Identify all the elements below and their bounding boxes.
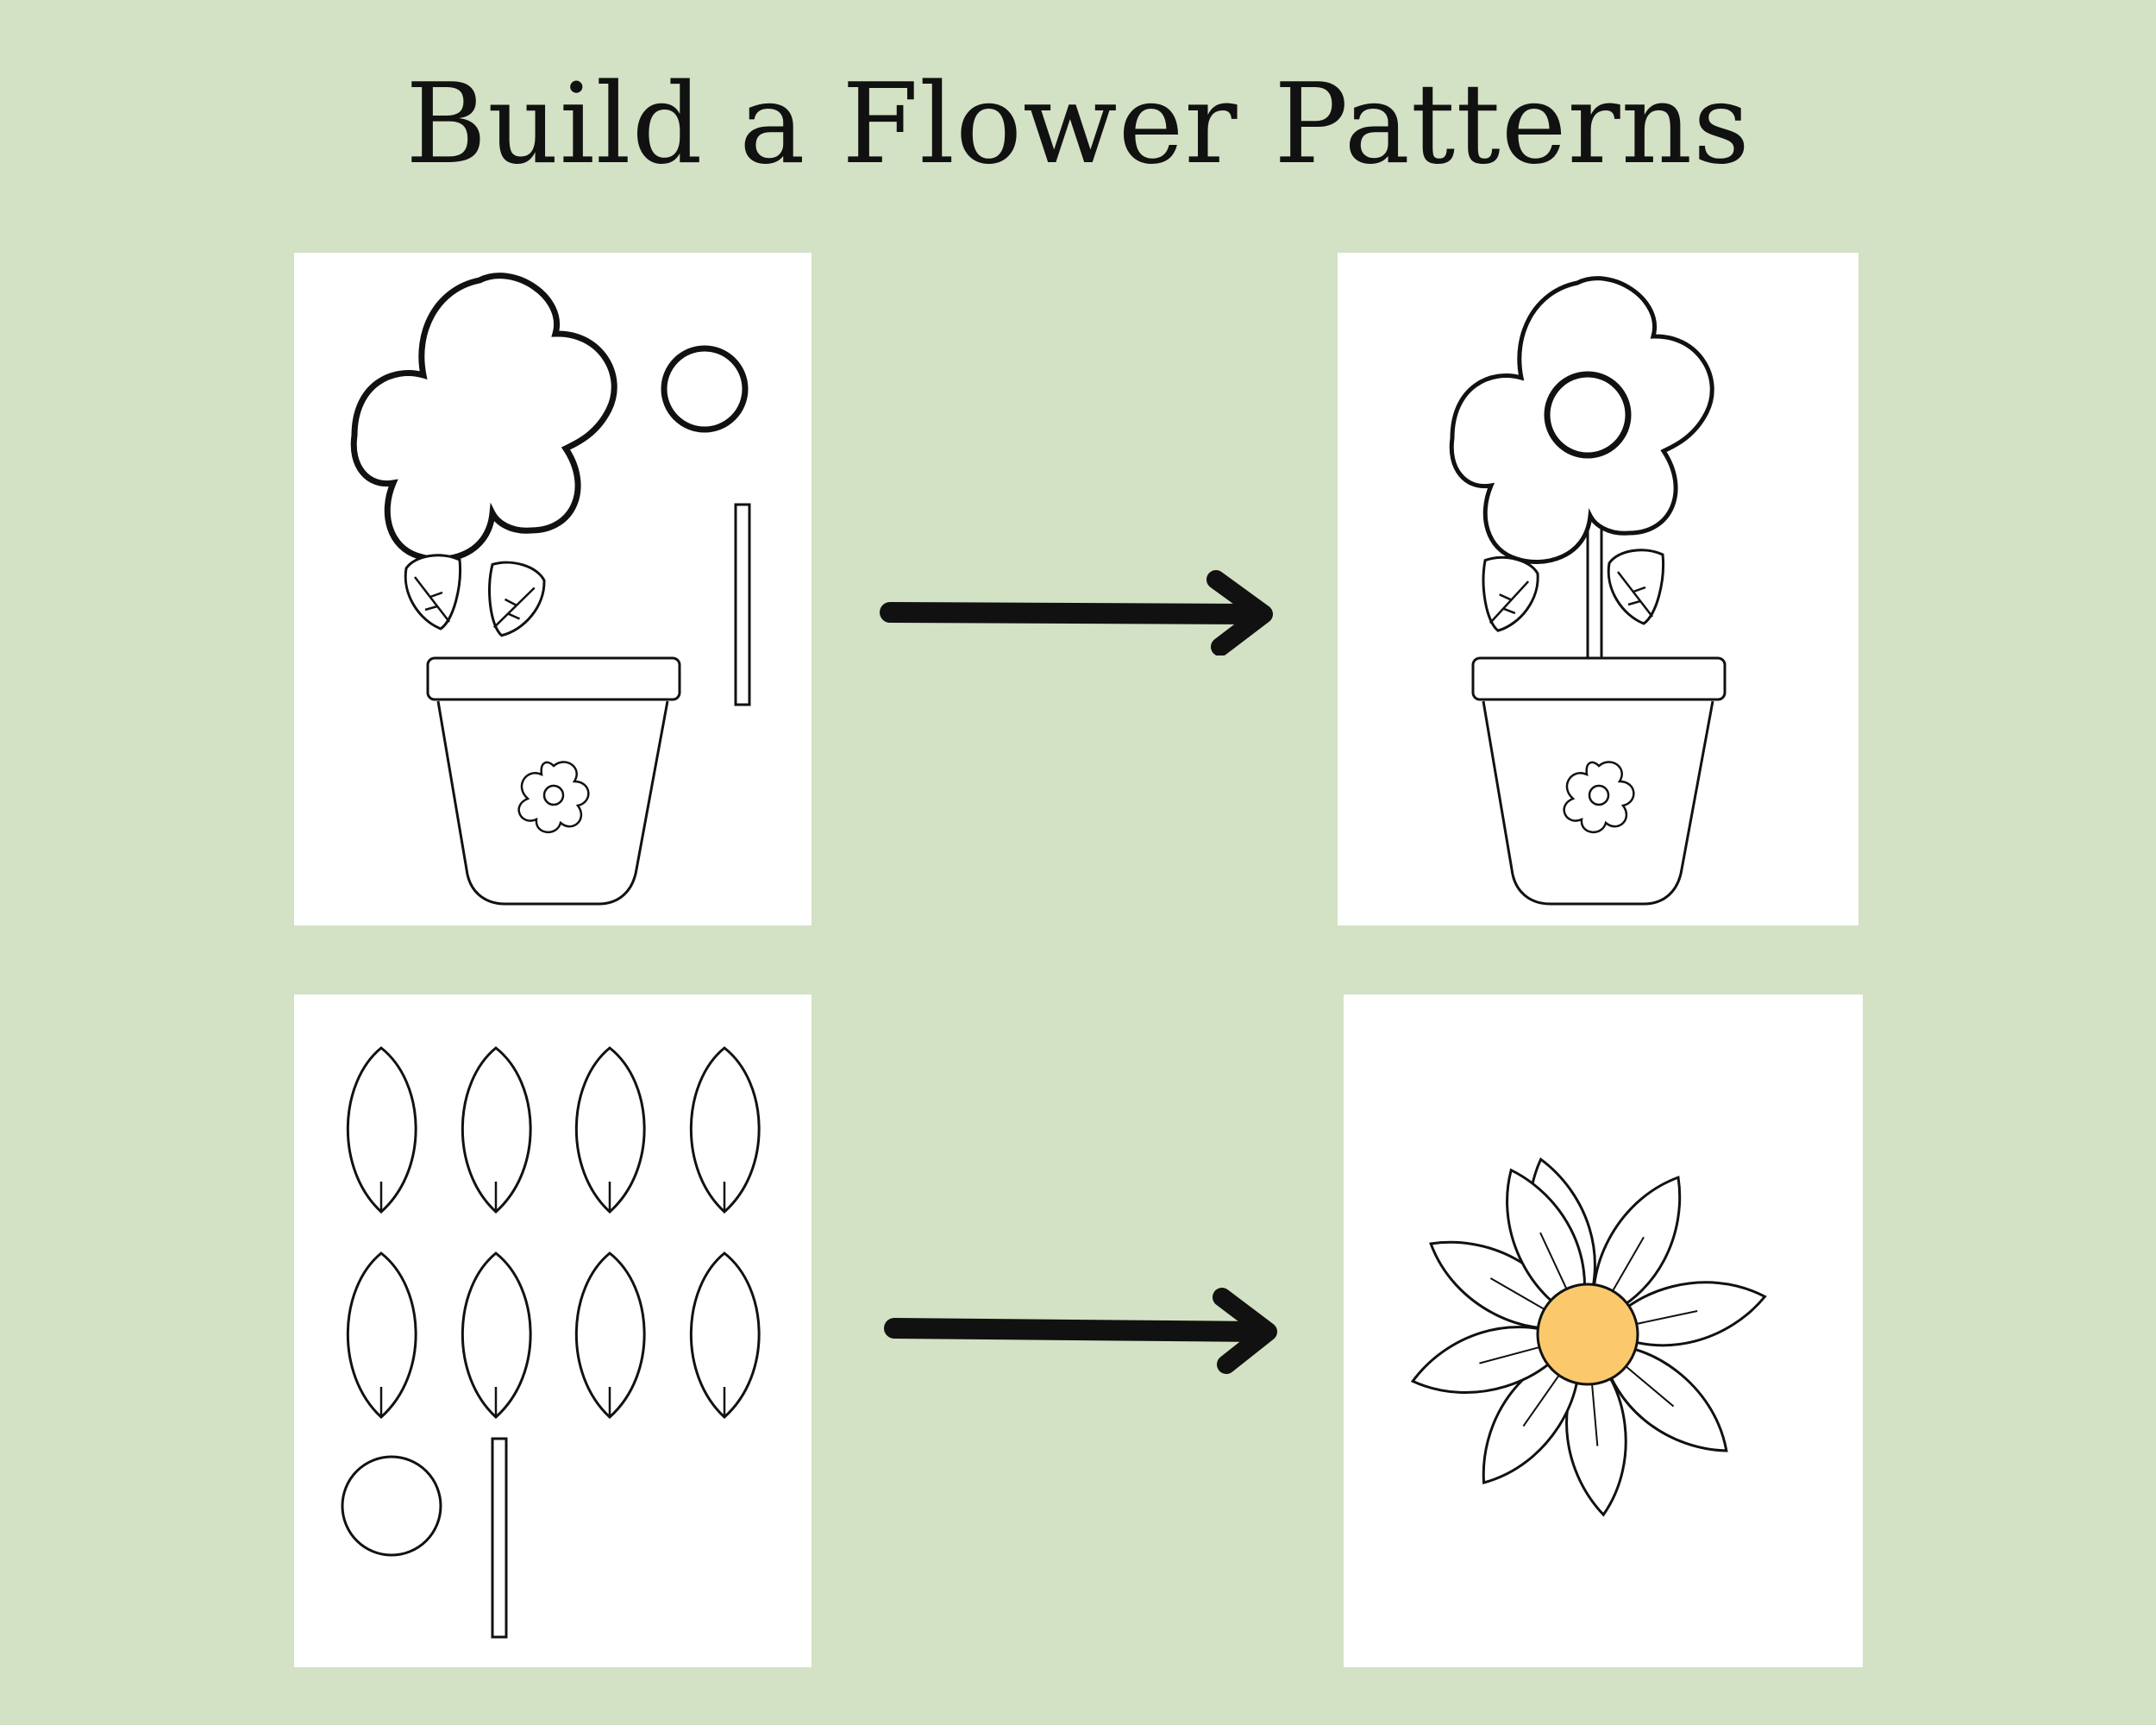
- potted-flower-icon: [1338, 253, 1727, 906]
- daisy-assembled-card: [1344, 994, 1863, 1667]
- arrow-right-icon: [880, 570, 1273, 656]
- pot-flower-pieces-card: [294, 253, 812, 925]
- petal-pieces-icon: [341, 1046, 761, 1639]
- daisy-pieces-card: [294, 994, 812, 1667]
- daisy-flower-icon: [1403, 1150, 1772, 1519]
- page-title: Build a Flower Patterns: [405, 60, 1751, 189]
- pot-flower-assembled-card: [1338, 253, 1858, 925]
- pot-flower-parts-icon: [294, 253, 751, 906]
- arrow-right-icon: [884, 1288, 1277, 1374]
